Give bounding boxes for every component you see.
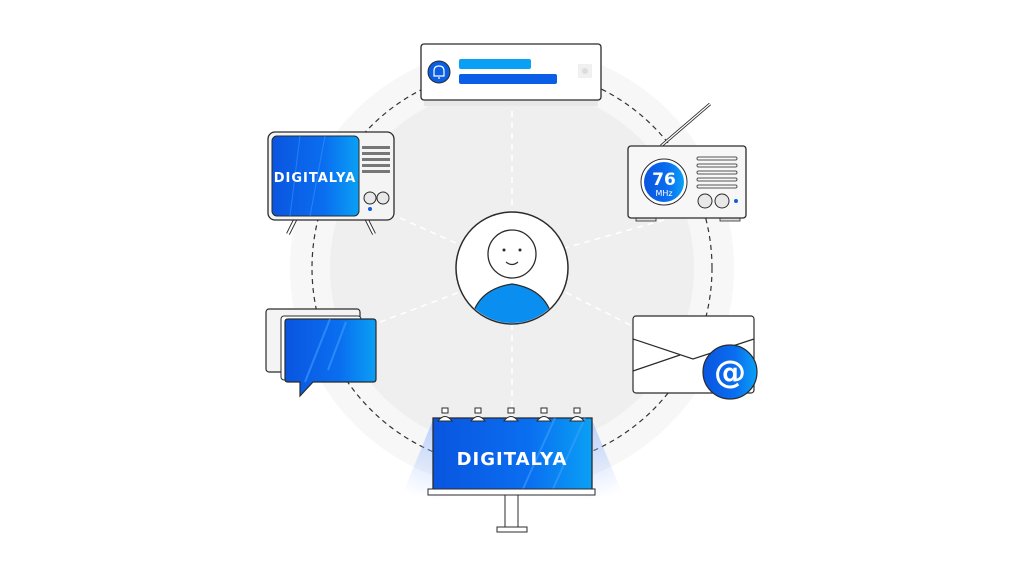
dashed-orbit: [311, 67, 713, 469]
bell-icon: [427, 60, 451, 84]
spokes: [359, 100, 665, 418]
tv-logo: DIGITALYA: [274, 171, 357, 186]
billboard: DIGITALYA: [400, 407, 625, 533]
svg-text:@: @: [714, 353, 746, 391]
notification-card: [420, 43, 602, 106]
chat-bubbles: [265, 308, 377, 398]
envelope: @: [632, 315, 758, 400]
billboard-logo: DIGITALYA: [457, 449, 568, 470]
radio-frequency: 76: [652, 170, 676, 190]
at-sign-icon: @: [702, 344, 758, 400]
radio-unit: MHz: [655, 189, 672, 198]
tv: DIGITALYA: [267, 131, 395, 235]
billboard-lamps: [436, 407, 586, 422]
radio: 76 MHz: [627, 102, 747, 222]
